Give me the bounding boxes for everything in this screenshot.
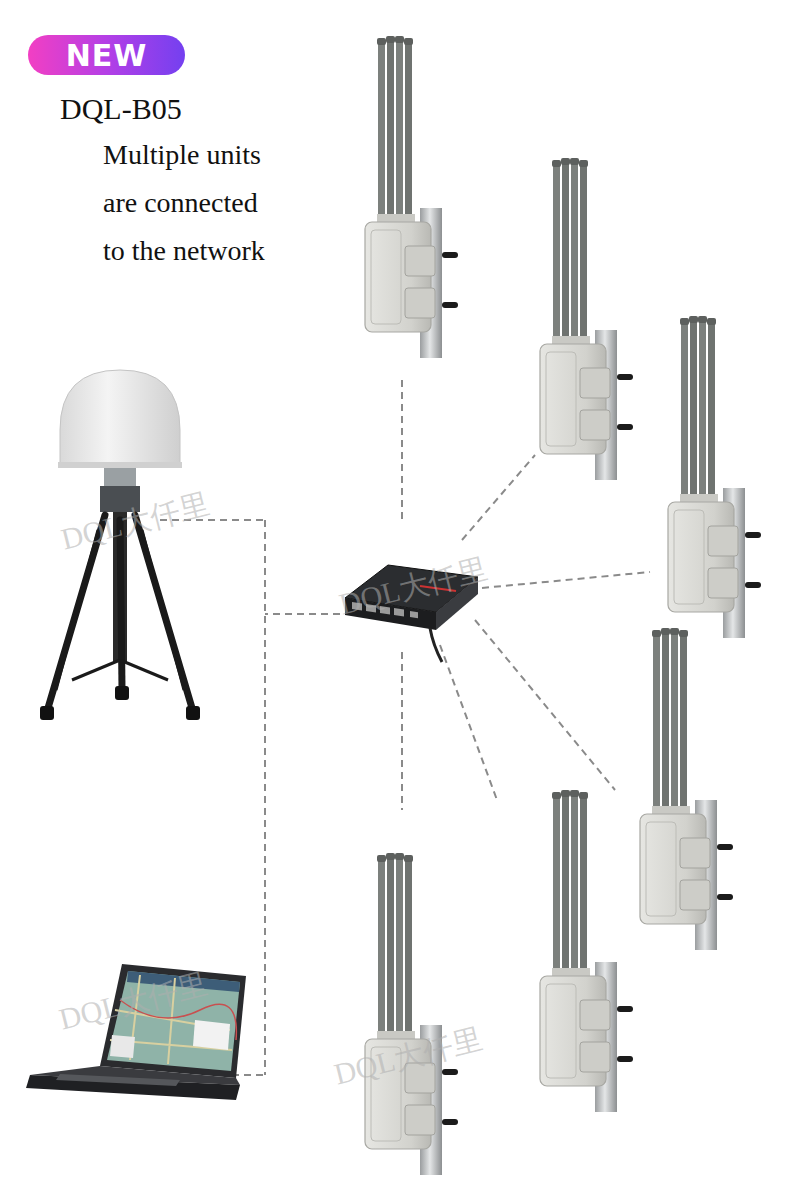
model-title: DQL-B05 — [60, 92, 182, 126]
new-badge: NEW — [28, 35, 185, 75]
description-text: Multiple units are connected to the netw… — [103, 131, 275, 275]
badge-text: NEW — [66, 38, 148, 73]
